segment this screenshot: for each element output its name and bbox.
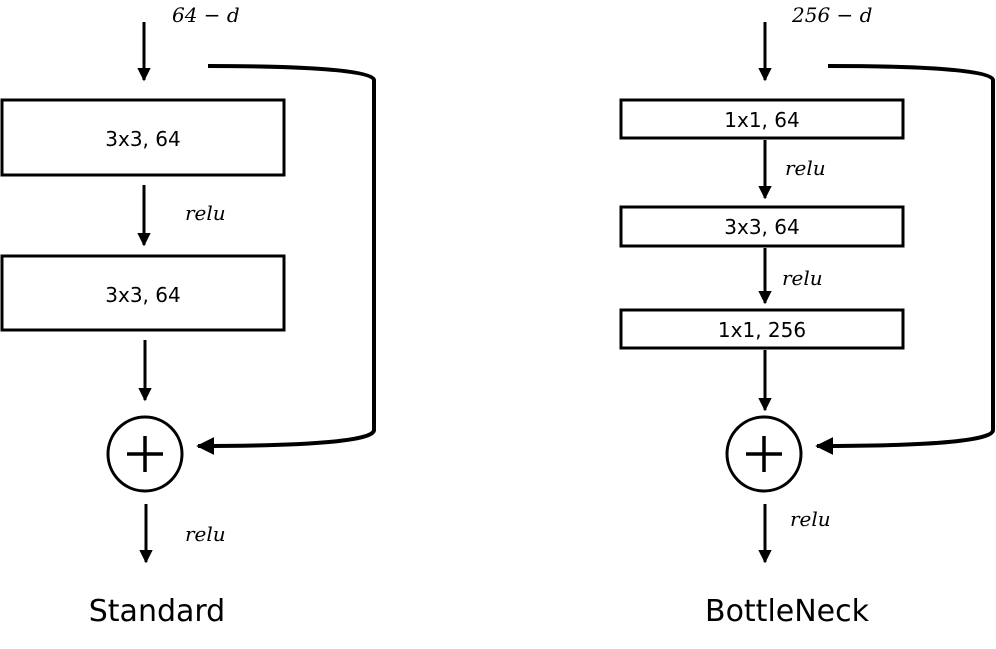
bottleneck-conv1-box [619, 98, 905, 140]
bottleneck-relu-1: relu [785, 156, 826, 180]
bottleneck-conv2-box [619, 205, 905, 248]
standard-conv2-label: 3x3, 64 [105, 283, 180, 307]
standard-relu-1: relu [185, 201, 226, 225]
bottleneck-conv3-label: 1x1, 256 [718, 318, 806, 342]
bottleneck-input-label: 256 − d [791, 3, 872, 27]
bottleneck-conv2-label: 3x3, 64 [724, 215, 799, 239]
bottleneck-block: 256 − d 1x1, 64 relu 3x3, 64 relu 1x1, 2… [619, 3, 995, 629]
standard-relu-out: relu [185, 522, 226, 546]
bottleneck-conv3-box [619, 308, 905, 350]
standard-conv1-box [0, 98, 286, 177]
bottleneck-skip-connection [815, 64, 995, 455]
standard-skip-connection [196, 64, 376, 455]
bottleneck-conv1-label: 1x1, 64 [724, 108, 799, 132]
standard-block: 64 − d 3x3, 64 relu 3x3, 64 relu Standar… [0, 3, 376, 629]
bottleneck-relu-out: relu [790, 507, 831, 531]
standard-conv1-label: 3x3, 64 [105, 127, 180, 151]
standard-conv2-box [0, 254, 286, 332]
bottleneck-relu-2: relu [782, 266, 823, 290]
standard-caption: Standard [89, 594, 225, 629]
standard-input-label: 64 − d [172, 3, 240, 27]
bottleneck-caption: BottleNeck [705, 594, 870, 629]
